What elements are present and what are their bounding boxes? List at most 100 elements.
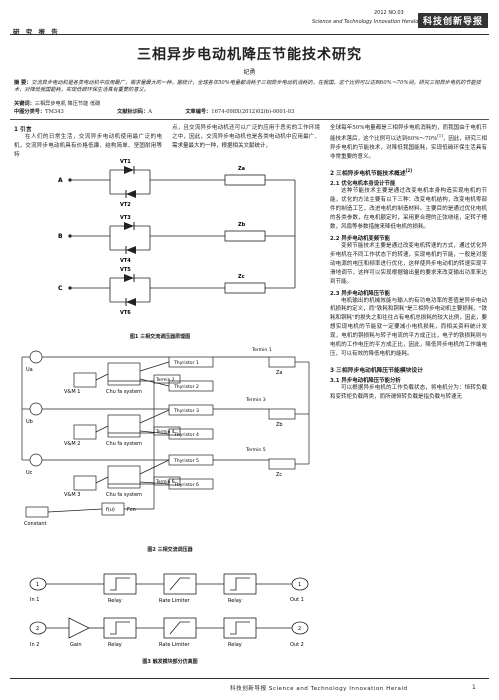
vm1-label: V&M 1	[64, 389, 80, 395]
thyristor-4-label: Thyristor 4	[173, 432, 199, 438]
relay-1a: Relay	[108, 598, 122, 604]
figure-3-caption: 图3 触发模块部分仿真图	[142, 659, 198, 665]
termin-1-label: Termin 1	[251, 347, 272, 353]
chufa-2: Chu fa system	[106, 441, 142, 447]
col2-para: 点，且交流异步电动机还可以广泛的应用于恶劣的工作环境之中，因此，交流异步电动机也…	[172, 125, 320, 149]
relay-1b: Relay	[228, 598, 242, 604]
in1-label: In 1	[30, 597, 39, 603]
abstract-text: 交流异步电动机是各类电动机中应用最广，需求量最大的一种，据统计，全球各年50%电…	[14, 80, 481, 94]
section-3-1-para: 可以根据异步电机的工作负载状态，将电机分为：恒转负载和变转矩负载两类，而所谓恒转…	[330, 384, 487, 400]
gain-label: Gain	[70, 642, 82, 648]
section-2-2-heading: 2.2 异步电动机变频节能	[330, 235, 390, 242]
fcn-expr: f(u)	[106, 507, 115, 513]
zc-label: Zc	[238, 274, 245, 280]
vt2-label: VT2	[120, 202, 131, 208]
class-label: 中图分类号：	[14, 109, 46, 115]
termin-6-label: Termin 6	[155, 479, 175, 485]
figure-1-circuit: A B C VT1 VT2 VT3 VT4 VT5 VT6 Za Zb Zc	[58, 159, 296, 316]
page-number: 1	[472, 684, 476, 691]
thyristor-2-label: Thyristor 2	[173, 384, 199, 390]
section-2-1-para: 这种节能技术主要是通过改变电机本身构造实现电机的节能，优化的方法主要有以下三种：…	[330, 188, 487, 231]
section-2-1-heading: 2.1 优化电机本身设计节能	[330, 181, 396, 188]
vt1-label: VT1	[120, 159, 131, 165]
out1-label: Out 1	[290, 597, 304, 603]
za-label: Za	[238, 166, 245, 172]
phase-a-label: A	[58, 177, 63, 184]
relay-2a: Relay	[108, 642, 122, 648]
section-2-heading: 2 三相异步电机节能技术概述[2]	[330, 168, 413, 178]
figure-2-simulink: Ua Ub Uc V&M 1 V&M 2 V&M 3 Chu fa system…	[21, 347, 310, 527]
vt4-label: VT4	[120, 258, 131, 264]
vm2-label: V&M 2	[64, 441, 80, 447]
phase-c-label: C	[58, 285, 63, 292]
footer-rule	[10, 678, 489, 679]
section-2-3-heading: 2.3 异步电动机降压节能	[330, 290, 390, 297]
vm3-label: V&M 3	[64, 492, 80, 498]
termin-4-label: Termin 4	[155, 429, 175, 435]
article-title: 三相异步电动机降压节能技术研究	[137, 47, 362, 63]
journal-name-en: Science and Technology Innovation Herald	[312, 19, 419, 25]
vt5-label: VT5	[120, 267, 131, 273]
journal-name-cn: 科技创新导报	[418, 13, 489, 28]
source-uc: Uc	[26, 470, 33, 476]
classification: 中图分类号：TM343 文献标识码：A 文章编号：1674-098X(2012)…	[14, 109, 486, 116]
in2-port: 2	[36, 626, 39, 632]
article-no-label: 文章编号：	[185, 109, 212, 115]
section-2-2-para: 变频节能技术主要是通过改变电机转速的方式，通过优化异步电机在不同工作状态下的转速…	[330, 242, 487, 285]
article-no: 1674-098X(2012)02(b)-0001-03	[211, 109, 295, 115]
author: 纪勇	[243, 69, 256, 76]
in2-label: In 2	[30, 642, 39, 648]
vt3-label: VT3	[120, 215, 131, 221]
phase-b-label: B	[58, 233, 63, 240]
figure-3-trigger-module: 1 In 1 Relay Rate Limiter Relay 1 Out 1 …	[29, 573, 309, 648]
abstract-label: 摘 要：	[14, 80, 32, 86]
termin-2-label: Termin 2	[155, 377, 175, 383]
intro-heading: 1 引言	[14, 127, 32, 133]
termin-3-label: Termin 3	[245, 397, 266, 403]
vt6-label: VT6	[120, 310, 131, 316]
thyristor-5-label: Thyristor 5	[173, 458, 199, 464]
in1-port: 1	[36, 582, 39, 588]
zb-label: Zb	[238, 222, 246, 228]
source-ub: Ub	[26, 419, 33, 425]
figure-2-caption: 图2 三相交流调压器	[147, 547, 193, 553]
section-3-heading: 3 三相异步电动机降压节能模块设计	[330, 367, 424, 374]
chufa-1: Chu fa system	[106, 389, 142, 395]
abstract-rule	[10, 119, 489, 120]
relay-2b: Relay	[228, 642, 242, 648]
col3-intro-para: 全球每年50%电量都是三相异步电机消耗的，而我国由于电机节能技术落后，这个比例可…	[330, 125, 487, 160]
keywords: 关键词：三相异步电机 降压节能 低碳	[14, 101, 486, 108]
class-no: TM343	[45, 109, 64, 115]
keywords-label: 关键词：	[14, 101, 35, 107]
thyristor-3-label: Thyristor 3	[173, 408, 199, 414]
abstract: 摘 要：交流异步电动机是各类电动机中应用最广，需求量最大的一种，据统计，全球各年…	[14, 80, 486, 94]
header-rule	[10, 34, 489, 35]
ref-1: [1]	[437, 132, 443, 138]
out2-port: 2	[298, 626, 301, 632]
intro-para: 在人们的日常生活，交流异步电动机使用最广泛的电机，交流异步电动机具有价格低廉、结…	[14, 134, 162, 158]
issue-number: 2012 NO.03	[374, 10, 404, 16]
footer-journal: 科技创新导报 Science and Technology Innovation…	[230, 686, 408, 692]
figure-1-caption: 图1 三相交流调压器原理图	[129, 334, 191, 340]
doccode: A	[148, 109, 153, 115]
constant-label: Constant	[24, 521, 47, 527]
rate-limiter-2: Rate Limiter	[159, 642, 191, 648]
section-label: 研 究 报 告	[13, 28, 60, 36]
fcn-label: Fcn	[127, 507, 136, 513]
fig2-za: Za	[276, 370, 283, 376]
section-2-3-para: 电机输出的机械效能与输入的有功电功率的差值是异步电动机损耗的定义，而"铁耗和铜耗…	[330, 297, 487, 357]
fig2-zc: Zc	[276, 472, 282, 478]
thyristor-6-label: Thyristor 6	[173, 482, 199, 488]
termin-5-label: Termin 5	[245, 447, 266, 453]
fig2-zb: Zb	[276, 422, 283, 428]
rate-limiter-1: Rate Limiter	[159, 598, 191, 604]
chufa-3: Chu fa system	[106, 492, 142, 498]
out2-label: Out 2	[290, 642, 304, 648]
col3: 全球每年50%电量都是三相异步电机消耗的，而我国由于电机节能技术落后，这个比例可…	[330, 124, 487, 402]
out1-port: 1	[298, 582, 301, 588]
source-ua: Ua	[26, 367, 33, 373]
section-3-1-heading: 3.1 异步电动机降压节能分析	[330, 377, 401, 384]
thyristor-1-label: Thyristor 1	[173, 360, 199, 366]
keywords-text: 三相异步电机 降压节能 低碳	[34, 101, 101, 107]
doccode-label: 文献标识码：	[117, 109, 149, 115]
